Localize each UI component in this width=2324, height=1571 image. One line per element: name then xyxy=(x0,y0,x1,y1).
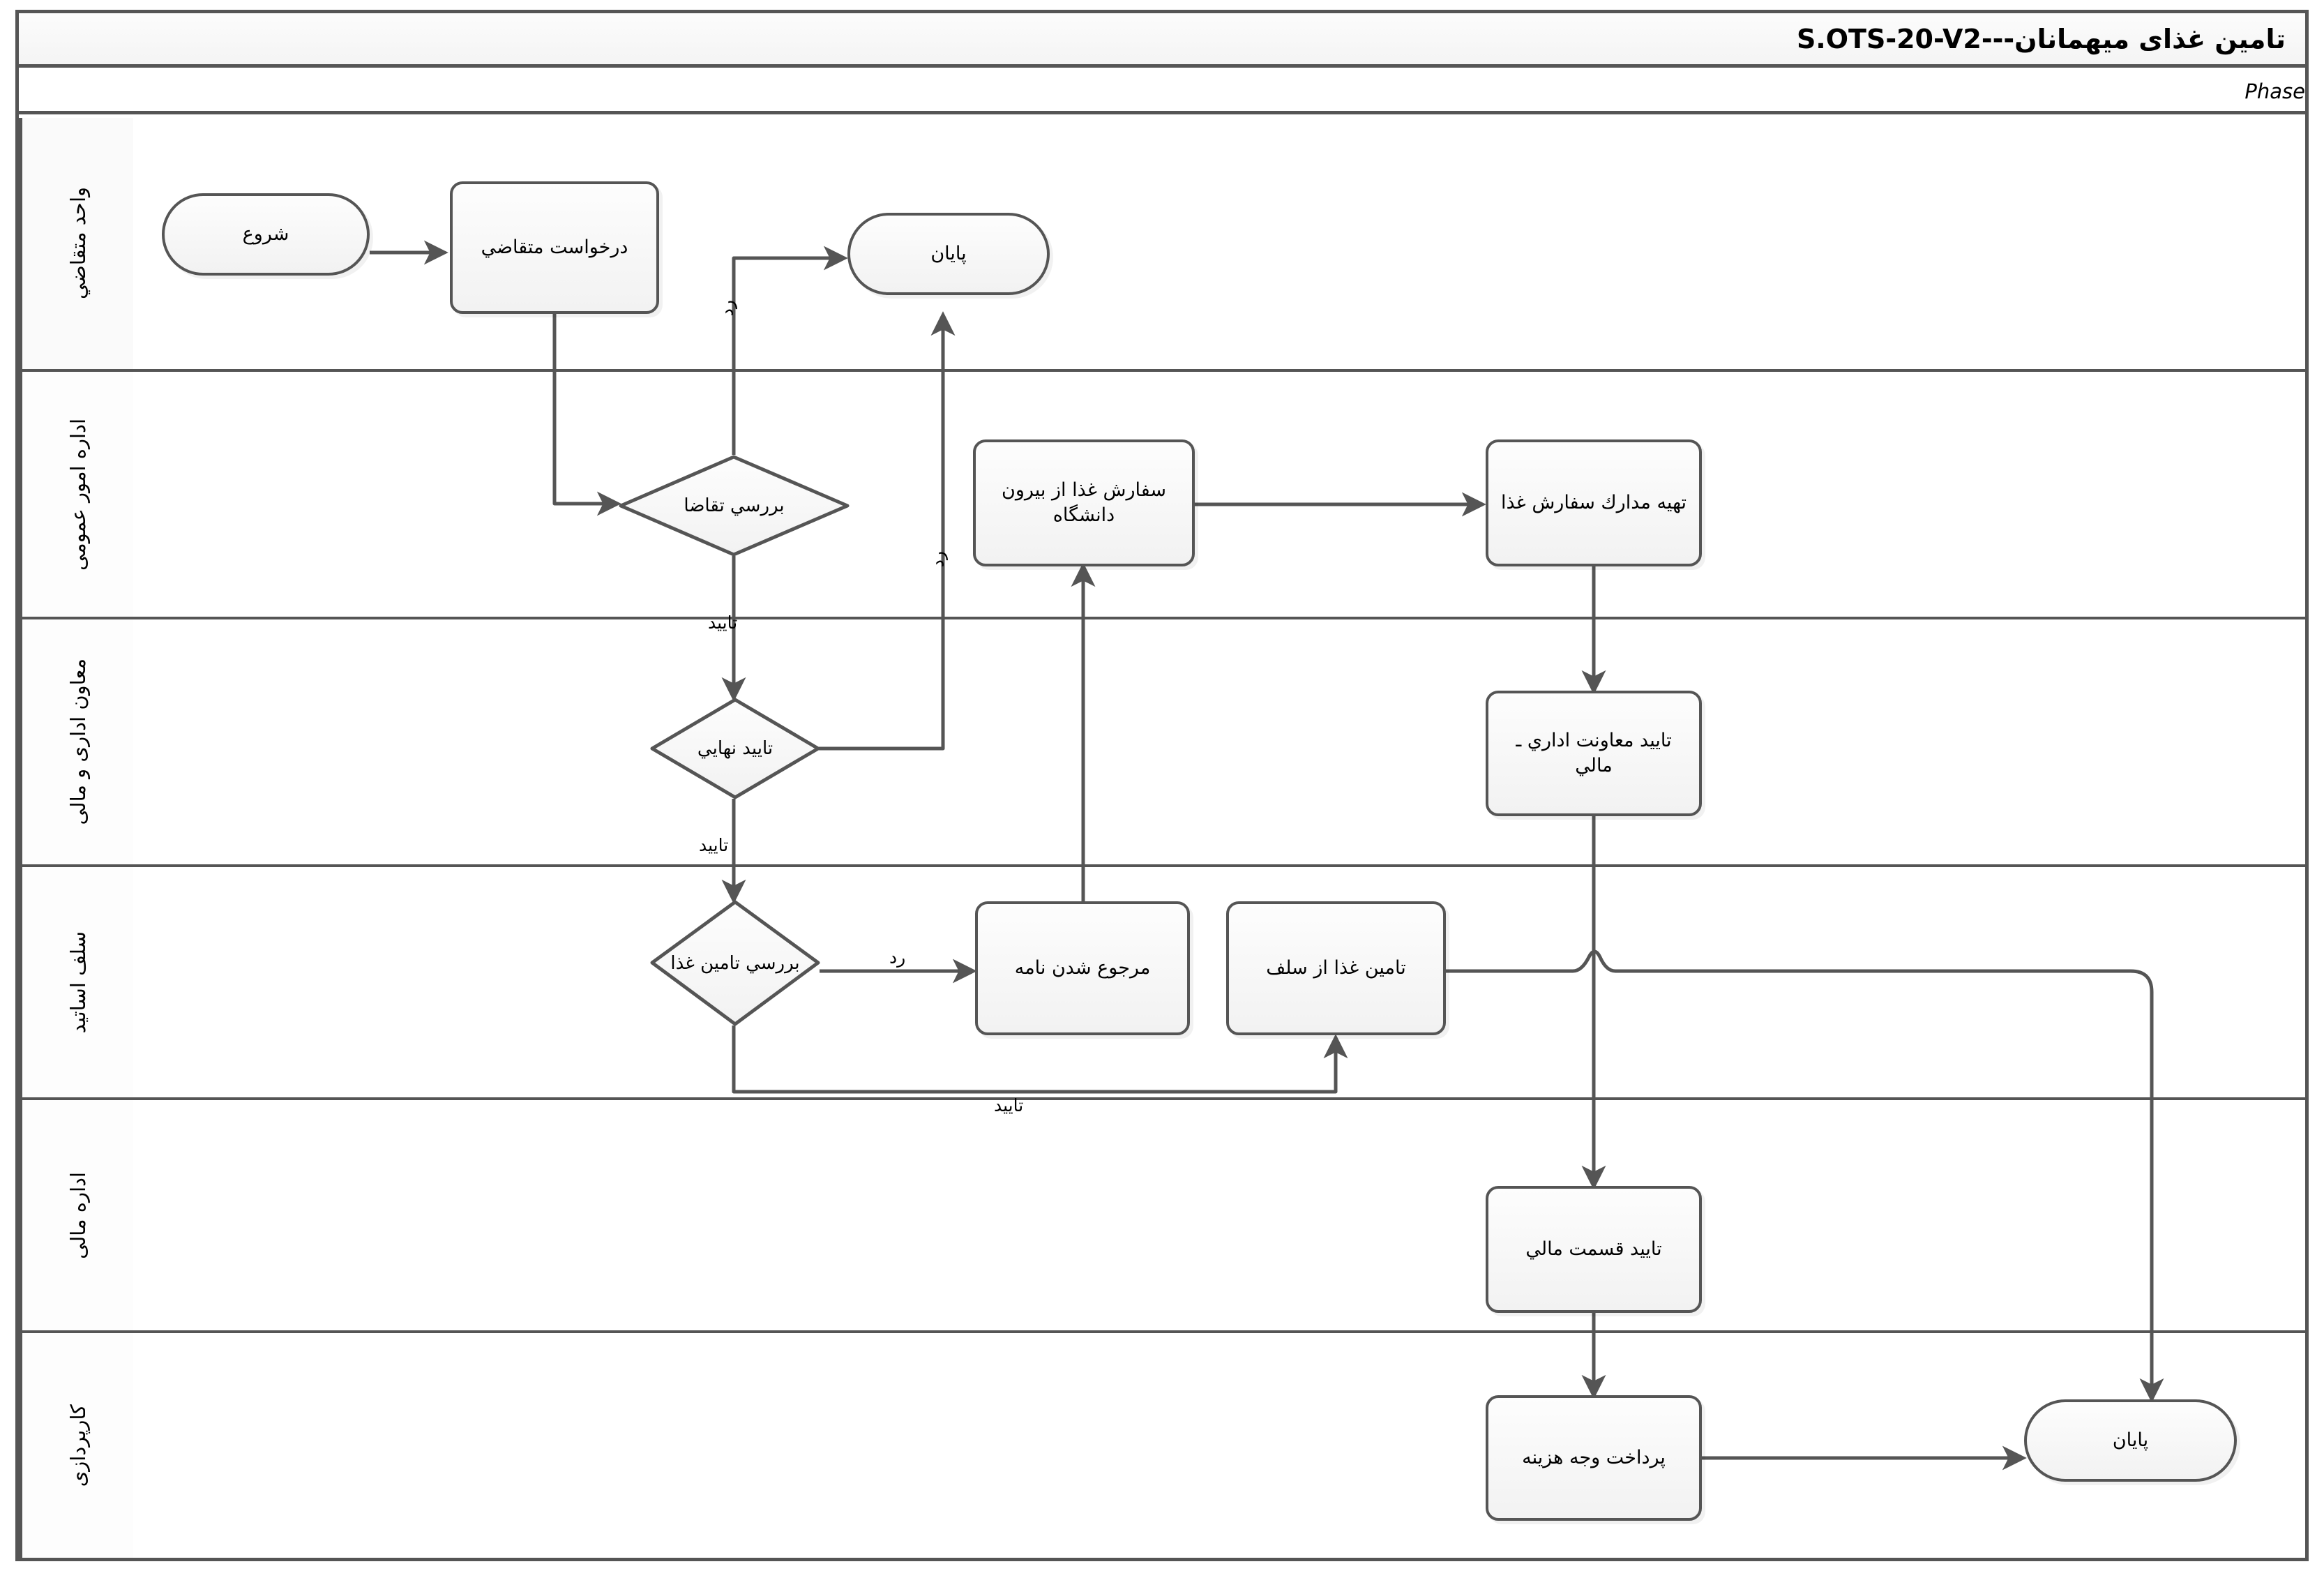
lane-body-procurement xyxy=(133,1333,2305,1558)
edge-label-reject-food: رد xyxy=(889,947,906,968)
edge-label-reject-final: رد xyxy=(928,551,948,568)
node-letter-back[interactable]: مرجوع شدن نامه xyxy=(975,901,1190,1035)
lane-label-requester: واحد متقاضي xyxy=(66,187,90,300)
swimlane-procurement: کارپردازی xyxy=(19,1333,2305,1558)
diagram-title-bar: تامین غذای میهمانان---S.OTS-20-V2 xyxy=(19,13,2305,68)
node-end-bottom[interactable]: پایان xyxy=(2024,1399,2237,1482)
node-docs[interactable]: تهیه مدارك سفارش غذا xyxy=(1486,439,1702,566)
swimlane-requester: واحد متقاضي xyxy=(19,118,2305,372)
node-deputy-ok[interactable]: تایید معاونت اداري ـ مالي xyxy=(1486,691,1702,816)
edge-label-reject-top: رد xyxy=(717,300,737,317)
lane-body-general xyxy=(133,372,2305,617)
lane-label-procurement: کارپردازی xyxy=(66,1404,90,1487)
lane-header-requester: واحد متقاضي xyxy=(19,118,133,369)
edge-label-approve-food: تایید xyxy=(994,1095,1024,1115)
node-food-self[interactable]: تامین غذا از سلف xyxy=(1226,901,1446,1035)
page-title: تامین غذای میهمانان---S.OTS-20-V2 xyxy=(1796,23,2286,54)
edge-label-approve-review: تایید xyxy=(708,612,738,633)
lane-header-deputy: معاون اداری و مالی xyxy=(19,619,133,864)
lane-header-general: اداره امور عمومی xyxy=(19,372,133,617)
node-request[interactable]: درخواست متقاضي xyxy=(450,181,659,314)
lane-header-selfservice: سلف اساتید xyxy=(19,867,133,1097)
lane-label-general: اداره امور عمومی xyxy=(66,418,90,571)
foodcheck-diamond-shape xyxy=(650,900,820,1026)
swimlane-general: اداره امور عمومی xyxy=(19,372,2305,619)
edge-label-approve-final: تایید xyxy=(699,835,729,855)
node-food-check[interactable]: بررسي تامین غذا xyxy=(649,899,822,1028)
phase-bar: Phase xyxy=(19,71,2305,114)
node-start[interactable]: شروع xyxy=(162,193,370,276)
lane-header-finance: اداره مالی xyxy=(19,1100,133,1330)
final-diamond-shape xyxy=(650,698,820,799)
node-review[interactable]: بررسي تقاضا xyxy=(617,453,851,558)
node-order-out[interactable]: سفارش غذا از بیرون دانشگاه xyxy=(973,439,1195,566)
node-end-top[interactable]: پایان xyxy=(847,213,1050,295)
lane-label-selfservice: سلف اساتید xyxy=(66,931,90,1034)
swimlane-selfservice: سلف اساتید xyxy=(19,867,2305,1100)
node-finance-ok[interactable]: تایید قسمت مالي xyxy=(1486,1186,1702,1313)
swimlane-grid: واحد متقاضي اداره امور عمومی معاون اداری… xyxy=(19,118,2305,1558)
node-payment[interactable]: پرداخت وجه هزینه xyxy=(1486,1395,1702,1521)
review-diamond-shape xyxy=(619,455,850,557)
node-final-ok[interactable]: تایید نهایي xyxy=(649,696,822,801)
lane-body-deputy xyxy=(133,619,2305,864)
swimlane-finance: اداره مالی xyxy=(19,1100,2305,1333)
lane-body-finance xyxy=(133,1100,2305,1330)
lane-label-deputy: معاون اداری و مالی xyxy=(66,659,90,825)
lane-body-selfservice xyxy=(133,867,2305,1097)
phase-label: Phase xyxy=(2244,79,2305,103)
lane-label-finance: اداره مالی xyxy=(66,1171,90,1259)
lane-header-procurement: کارپردازی xyxy=(19,1333,133,1558)
swimlane-deputy: معاون اداری و مالی xyxy=(19,619,2305,867)
